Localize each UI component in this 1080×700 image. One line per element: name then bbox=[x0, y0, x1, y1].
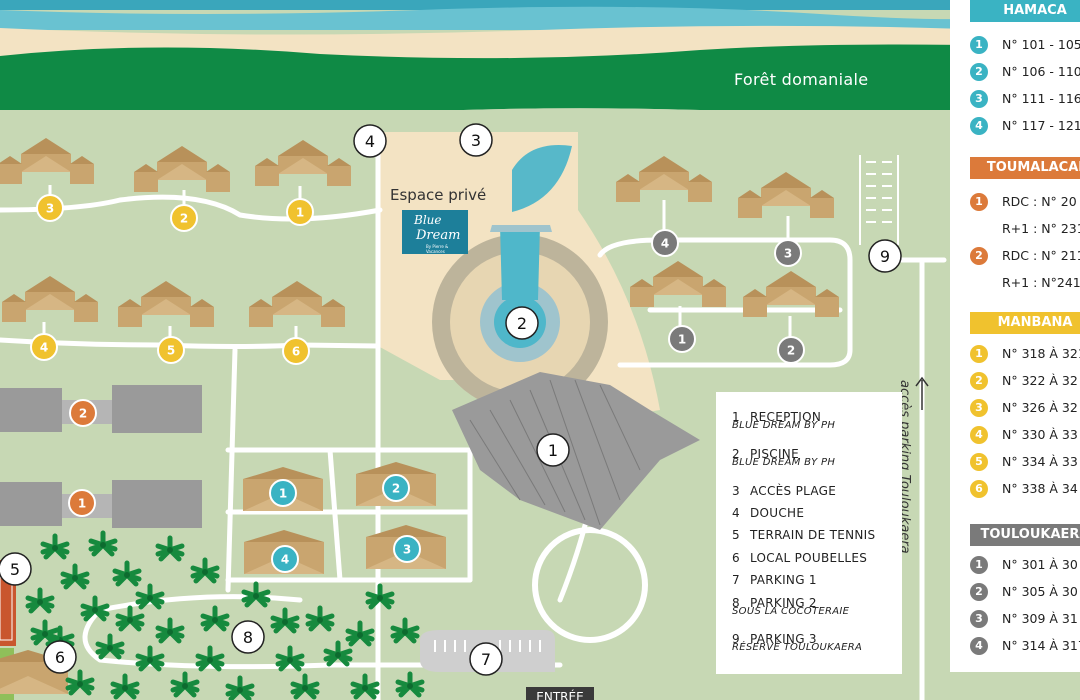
map-marker-1[interactable]: 1 bbox=[536, 433, 570, 467]
touloukaera-badge-icon: 2 bbox=[777, 336, 805, 364]
svg-text:2: 2 bbox=[180, 212, 188, 226]
badge-icon: 1 bbox=[970, 36, 988, 54]
badge-icon: 2 bbox=[970, 372, 988, 390]
map-marker-6[interactable]: 6 bbox=[43, 640, 77, 674]
badge-icon: 3 bbox=[970, 399, 988, 417]
badge-icon: 2 bbox=[970, 583, 988, 601]
map-marker-8[interactable]: 8 bbox=[231, 620, 265, 654]
map-marker-5[interactable]: 5 bbox=[0, 552, 32, 586]
entrance-label: ENTRÉE bbox=[526, 687, 594, 700]
legend-sub: BLUE DREAM BY PH bbox=[732, 420, 836, 431]
forest-label: Forêt domaniale bbox=[734, 70, 869, 89]
hamaca-badge-icon: 3 bbox=[393, 535, 421, 563]
toumalacai-badge-icon: 1 bbox=[68, 489, 96, 517]
legend-sub: RÉSERVÉ TOULOUKAERA bbox=[732, 642, 863, 653]
svg-text:2: 2 bbox=[79, 407, 87, 421]
svg-text:4: 4 bbox=[661, 237, 669, 251]
svg-text:4: 4 bbox=[281, 553, 289, 567]
badge-icon: 6 bbox=[970, 480, 988, 498]
badge-icon: 4 bbox=[970, 117, 988, 135]
svg-text:1: 1 bbox=[279, 487, 287, 501]
toumalacai-badge-icon: 2 bbox=[69, 399, 97, 427]
hamaca-badge-icon: 2 bbox=[382, 474, 410, 502]
badge-icon: 1 bbox=[970, 556, 988, 574]
manbana-badge-icon: 4 bbox=[30, 333, 58, 361]
svg-text:3: 3 bbox=[46, 202, 54, 216]
touloukaera-badge-icon: 4 bbox=[651, 229, 679, 257]
badge-icon: 2 bbox=[970, 247, 988, 265]
manbana-badge-icon: 3 bbox=[36, 194, 64, 222]
section-header-hamaca: HAMACA bbox=[970, 0, 1080, 22]
svg-text:2: 2 bbox=[517, 314, 527, 333]
svg-text:6: 6 bbox=[292, 345, 300, 359]
svg-text:5: 5 bbox=[10, 560, 20, 579]
touloukaera-badge-icon: 1 bbox=[668, 325, 696, 353]
private-space-label: Espace privé bbox=[390, 186, 487, 204]
logo-line-3: By Pierre & Vacances bbox=[426, 244, 449, 254]
map-marker-7[interactable]: 7 bbox=[469, 642, 503, 676]
svg-text:1: 1 bbox=[296, 206, 304, 220]
map-marker-9[interactable]: 9 bbox=[868, 239, 902, 273]
svg-text:1: 1 bbox=[548, 441, 558, 460]
blue-dream-logo: Blue Dream By Pierre & Vacances bbox=[402, 210, 468, 254]
manbana-badge-icon: 5 bbox=[157, 336, 185, 364]
svg-text:3: 3 bbox=[403, 543, 411, 557]
svg-text:6: 6 bbox=[55, 648, 65, 667]
svg-text:1: 1 bbox=[78, 497, 86, 511]
manbana-badge-icon: 2 bbox=[170, 204, 198, 232]
svg-text:2: 2 bbox=[392, 482, 400, 496]
badge-icon: 4 bbox=[970, 637, 988, 655]
badge-icon: 3 bbox=[970, 610, 988, 628]
svg-text:8: 8 bbox=[243, 628, 253, 647]
touloukaera-badge-icon: 3 bbox=[774, 239, 802, 267]
svg-text:1: 1 bbox=[678, 333, 686, 347]
badge-icon: 1 bbox=[970, 345, 988, 363]
section-header-manbana: MANBANA bbox=[970, 312, 1080, 334]
logo-line-2: Dream bbox=[416, 228, 461, 243]
svg-text:4: 4 bbox=[40, 341, 48, 355]
badge-icon: 5 bbox=[970, 453, 988, 471]
hamaca-badge-icon: 1 bbox=[269, 479, 297, 507]
badge-icon: 2 bbox=[970, 63, 988, 81]
svg-text:7: 7 bbox=[481, 650, 491, 669]
section-header-touloukaera: TOULOUKAERA bbox=[970, 524, 1080, 546]
legend-sub: BLUE DREAM BY PH bbox=[732, 457, 836, 468]
map-marker-4[interactable]: 4 bbox=[353, 124, 387, 158]
svg-text:3: 3 bbox=[784, 247, 792, 261]
map-marker-2[interactable]: 2 bbox=[505, 306, 539, 340]
svg-text:2: 2 bbox=[787, 344, 795, 358]
svg-text:4: 4 bbox=[365, 132, 375, 151]
legend-sub: SOUS LA COCOTERAIE bbox=[732, 606, 850, 617]
badge-icon: 4 bbox=[970, 426, 988, 444]
hamaca-badge-icon: 4 bbox=[271, 545, 299, 573]
svg-text:9: 9 bbox=[880, 247, 890, 266]
manbana-badge-icon: 6 bbox=[282, 337, 310, 365]
logo-line-1: Blue bbox=[414, 213, 442, 227]
svg-text:5: 5 bbox=[167, 344, 175, 358]
badge-icon: 3 bbox=[970, 90, 988, 108]
section-header-toumalacai: TOUMALACAI bbox=[970, 157, 1080, 179]
map-marker-3[interactable]: 3 bbox=[459, 123, 493, 157]
manbana-badge-icon: 1 bbox=[286, 198, 314, 226]
badge-icon: 1 bbox=[970, 193, 988, 211]
svg-text:3: 3 bbox=[471, 131, 481, 150]
